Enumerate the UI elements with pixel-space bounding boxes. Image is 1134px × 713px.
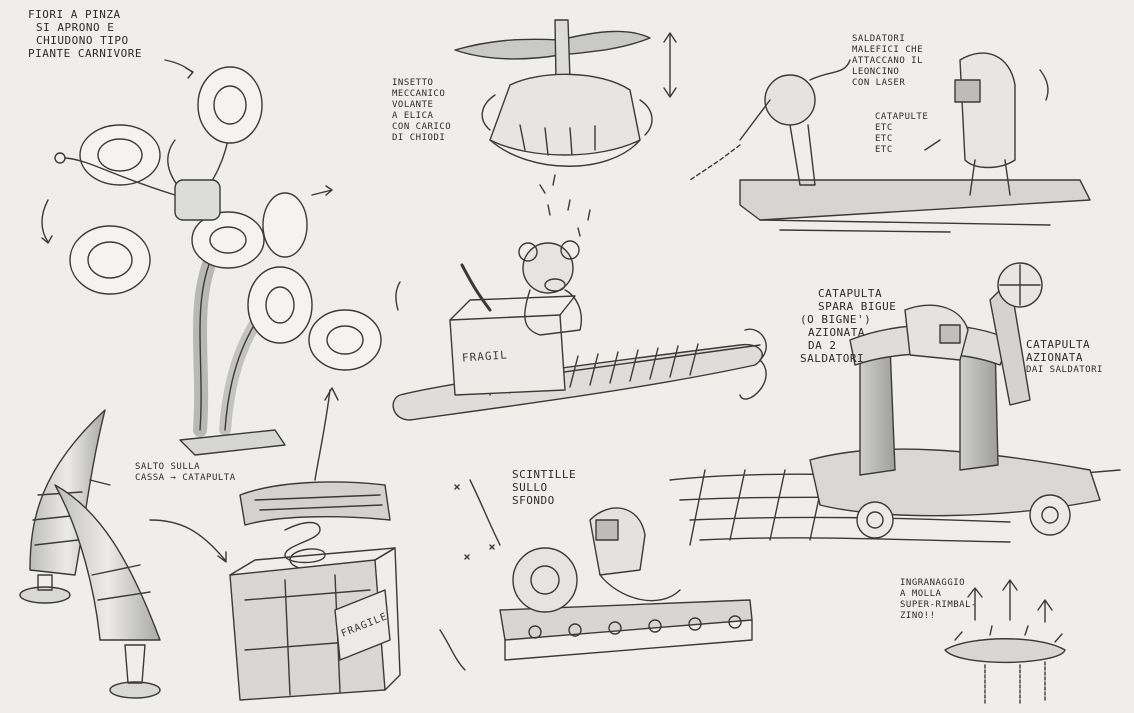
note-line: SI APRONO E bbox=[36, 21, 115, 34]
note-mechanical-insect: INSETTO MECCANICO VOLANTE A ELICA CON CA… bbox=[392, 78, 451, 144]
note-line: CASSA → CATAPULTA bbox=[135, 473, 236, 483]
note-line: ZINO!! bbox=[900, 611, 936, 621]
note-line: ETC bbox=[875, 134, 893, 144]
catapult-vehicle bbox=[669, 262, 1121, 546]
note-line: SALDATORI bbox=[800, 352, 865, 365]
note-line: CATAPULTA bbox=[818, 287, 883, 300]
note-line: SALDATORI bbox=[852, 34, 906, 44]
note-spring-gear: INGRANAGGIO A MOLLA SUPER-RIMBAL- ZINO!! bbox=[900, 578, 977, 622]
spring-crate bbox=[149, 387, 401, 701]
note-line: CATAPULTE bbox=[875, 112, 929, 122]
note-evil-welders: SALDATORI MALEFICI CHE ATTACCANO IL LEON… bbox=[852, 34, 923, 89]
note-line: INGRANAGGIO bbox=[900, 578, 966, 588]
note-line: ETC bbox=[875, 145, 893, 155]
note-line: AZIONATA bbox=[808, 326, 865, 339]
note-line: ATTACCANO IL bbox=[852, 56, 924, 66]
note-line: FIORI A PINZA bbox=[28, 8, 121, 21]
clamp-flower-plant bbox=[41, 59, 401, 456]
horn-spikes bbox=[19, 409, 161, 699]
note-catapult-bigne: CATAPULTA SPARA BIGUE (O BIGNE') AZIONAT… bbox=[800, 287, 897, 365]
note-line: MALEFICI CHE bbox=[852, 45, 924, 55]
note-line: AZIONATA bbox=[1026, 351, 1083, 364]
note-line: SFONDO bbox=[512, 494, 555, 507]
spring-gear bbox=[944, 579, 1066, 706]
note-line: DA 2 bbox=[808, 339, 837, 352]
note-line: MECCANICO bbox=[392, 89, 446, 99]
note-catapults-etc: CATAPULTE ETC ETC ETC bbox=[875, 112, 928, 156]
note-line: CHIUDONO TIPO bbox=[36, 34, 129, 47]
note-line: (O BIGNE') bbox=[800, 313, 872, 326]
note-line: INSETTO bbox=[392, 78, 434, 88]
note-line: CON CARICO bbox=[392, 122, 452, 132]
note-line: SALTO SULLA bbox=[135, 462, 201, 472]
note-line: ETC bbox=[875, 123, 893, 133]
flying-insect bbox=[454, 19, 677, 237]
note-line: LEONCINO bbox=[852, 67, 900, 77]
note-line: DAI SALDATORI bbox=[1026, 365, 1103, 375]
note-line: A ELICA bbox=[392, 111, 434, 121]
note-catapult-welders: CATAPULTA AZIONATA DAI SALDATORI bbox=[1026, 338, 1103, 377]
note-line: CATAPULTA bbox=[1026, 338, 1091, 351]
note-line: DI CHIODI bbox=[392, 133, 446, 143]
note-line: SUPER-RIMBAL- bbox=[900, 600, 977, 610]
note-line: CON LASER bbox=[852, 78, 906, 88]
note-line: SULLO bbox=[512, 481, 548, 494]
note-clamp-flowers: FIORI A PINZA SI APRONO E CHIUDONO TIPO … bbox=[28, 8, 142, 60]
note-sparks: SCINTILLE SULLO SFONDO bbox=[512, 468, 576, 507]
note-line: SPARA BIGUE bbox=[818, 300, 897, 313]
welder-scene bbox=[689, 52, 1091, 233]
note-line: VOLANTE bbox=[392, 100, 434, 110]
bear-conveyor bbox=[392, 240, 767, 421]
note-line: A MOLLA bbox=[900, 589, 942, 599]
note-line: SCINTILLE bbox=[512, 468, 577, 481]
note-jump-crate: SALTO SULLA CASSA → CATAPULTA bbox=[135, 462, 236, 484]
note-line: PIANTE CARNIVORE bbox=[28, 47, 142, 60]
saw-welder bbox=[439, 479, 753, 671]
